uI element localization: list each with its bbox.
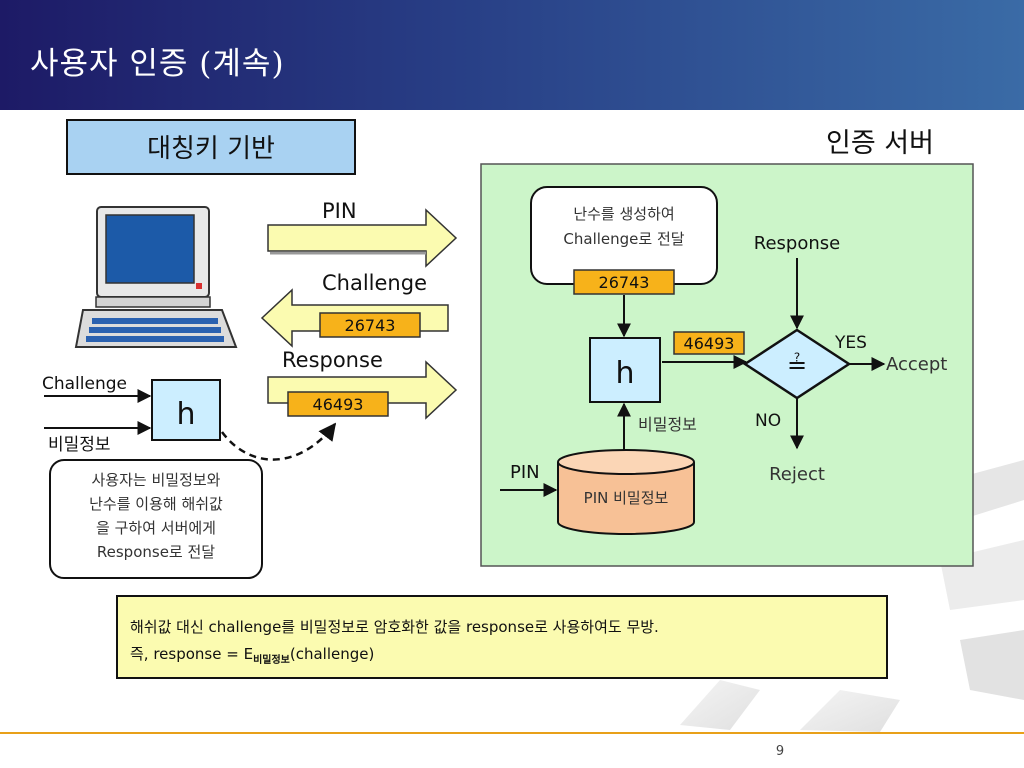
random-value: 26743 bbox=[599, 273, 650, 292]
background-shapes bbox=[680, 680, 900, 732]
computer-icon bbox=[74, 206, 238, 348]
method-box bbox=[66, 119, 356, 175]
slide-header bbox=[0, 0, 1024, 110]
client-note-box bbox=[49, 459, 263, 579]
client-hash-label: h bbox=[176, 397, 195, 432]
slide-title: 사용자 인증 (계속) bbox=[30, 46, 285, 82]
page-number: 9 bbox=[775, 744, 785, 759]
server-secret-label: 비밀정보 bbox=[638, 415, 697, 434]
random-value-box bbox=[573, 269, 675, 295]
compare-symbol: ≟ bbox=[787, 351, 807, 379]
client-note-line-2: 난수를 이용해 해쉬값 bbox=[89, 495, 223, 513]
note-formula-prefix: 즉, response = E bbox=[130, 645, 253, 663]
bottom-note-line-1: 해쉬값 대신 challenge를 비밀정보로 암호화한 값을 response… bbox=[130, 618, 659, 636]
response-value-box bbox=[287, 391, 389, 417]
random-line-2: Challenge로 전달 bbox=[563, 230, 684, 248]
server-hash-box bbox=[589, 337, 661, 403]
pin-database bbox=[557, 449, 695, 535]
response-value: 46493 bbox=[313, 395, 364, 414]
bottom-note-box bbox=[116, 595, 888, 679]
client-hash-box bbox=[151, 379, 221, 441]
server-response-label: Response bbox=[754, 233, 840, 254]
note-formula-suffix: (challenge) bbox=[290, 645, 374, 663]
footer-divider bbox=[0, 732, 1024, 734]
client-challenge-label: Challenge bbox=[42, 374, 127, 394]
pin-arrow bbox=[267, 208, 458, 268]
accept-label: Accept bbox=[886, 354, 947, 375]
random-line-1: 난수를 생성하여 bbox=[573, 205, 674, 223]
challenge-value: 26743 bbox=[345, 316, 396, 335]
method-label: 대칭키 기반 bbox=[147, 134, 275, 164]
pin-flow-label: PIN bbox=[322, 199, 357, 223]
no-label: NO bbox=[755, 411, 781, 431]
client-dashed-arrow bbox=[220, 422, 337, 461]
server-pin-label: PIN bbox=[510, 462, 540, 483]
client-secret-label: 비밀정보 bbox=[48, 435, 111, 455]
db-label: PIN 비밀정보 bbox=[584, 489, 669, 507]
hash-value-box bbox=[673, 331, 745, 355]
challenge-value-box bbox=[319, 312, 421, 338]
client-note-line-4: Response로 전달 bbox=[97, 543, 215, 561]
client-note-line-3: 을 구하여 서버에게 bbox=[96, 519, 216, 537]
note-formula-subscript: 비밀정보 bbox=[253, 653, 290, 666]
challenge-flow-label: Challenge bbox=[322, 271, 427, 295]
bottom-note-line-2: 즉, response = E비밀정보(challenge) bbox=[130, 645, 374, 666]
reject-label: Reject bbox=[769, 464, 825, 485]
server-label: 인증 서버 bbox=[826, 128, 934, 159]
server-hash-label: h bbox=[615, 356, 634, 391]
client-note-line-1: 사용자는 비밀정보와 bbox=[92, 471, 221, 489]
hash-value: 46493 bbox=[684, 334, 735, 353]
response-flow-label: Response bbox=[282, 348, 383, 372]
yes-label: YES bbox=[834, 333, 867, 353]
